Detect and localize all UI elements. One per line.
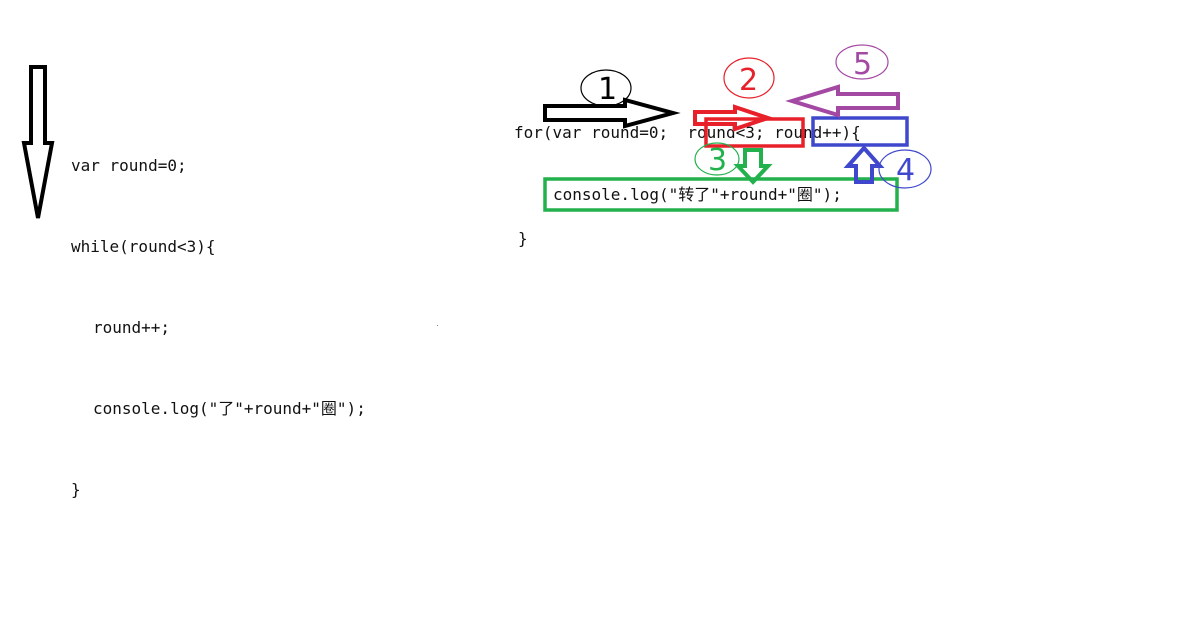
for-loop-body: console.log("转了"+round+"圈"); <box>553 185 842 204</box>
step5-circle <box>835 44 889 80</box>
step1-marker: 1 <box>543 69 681 129</box>
for-loop-close-brace: } <box>518 229 528 248</box>
for-loop-header: for(var round=0; round<3; round++){ <box>514 120 861 146</box>
while-line-declaration: var round=0; <box>71 156 187 175</box>
while-line-header: while(round<3){ <box>71 237 216 256</box>
for-condition: round<3; <box>687 123 765 142</box>
while-line-increment: round++; <box>93 318 171 337</box>
while-line-close: } <box>71 480 81 499</box>
step2-label: 2 <box>739 63 758 98</box>
step3-label: 3 <box>708 143 727 178</box>
step1-label: 1 <box>598 72 617 107</box>
while-loop-code: var round=0; while(round<3){ round++; co… <box>71 98 366 530</box>
step1-circle <box>580 69 632 107</box>
step4-label: 4 <box>896 153 915 188</box>
step2-circle <box>723 57 775 99</box>
step5-marker: 5 <box>785 44 900 118</box>
for-prefix: for(var round=0; <box>514 123 678 142</box>
step4-arrow <box>843 144 885 184</box>
step3-arrow <box>733 148 773 185</box>
step4-circle <box>878 149 932 189</box>
step5-label: 5 <box>853 47 872 82</box>
step5-arrow <box>785 84 900 118</box>
for-increment: round++) <box>774 123 852 142</box>
step3-circle <box>694 142 740 176</box>
while-line-log: console.log("了"+round+"圈"); <box>93 399 366 418</box>
stray-dot <box>437 325 438 326</box>
for-open-brace: { <box>851 123 861 142</box>
flow-down-arrow <box>21 65 55 219</box>
